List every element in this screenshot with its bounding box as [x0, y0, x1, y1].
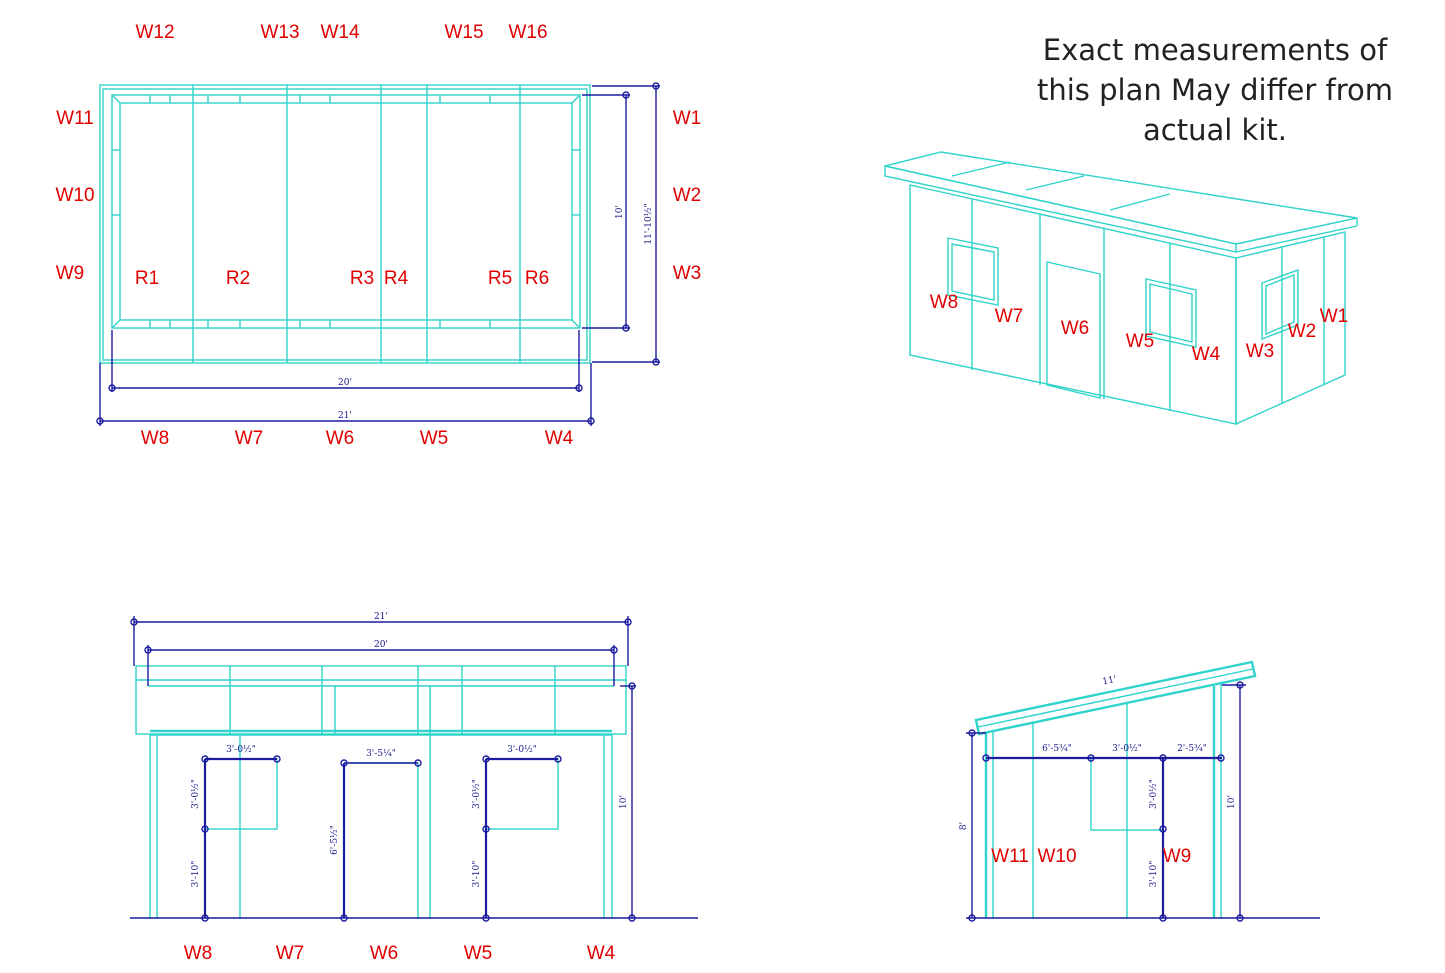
iso-label-w5: W5: [1126, 331, 1155, 352]
front-door-height: 6'-5½": [329, 825, 340, 855]
label-w7: W7: [235, 428, 264, 449]
label-w11: W11: [56, 108, 94, 129]
label-w6: W6: [326, 428, 355, 449]
label-w1: W1: [673, 108, 702, 129]
front-window2-height: 3'-0½": [471, 779, 482, 809]
label-w9: W9: [56, 263, 85, 284]
isometric-view: W8 W7 W6 W5 W4 W3 W2 W1: [884, 151, 1358, 426]
side-left-offset: 6'-5¾": [1042, 743, 1072, 754]
side-right-offset: 2'-5¾": [1177, 743, 1207, 754]
plan-rafters: [192, 85, 521, 363]
iso-label-w4: W4: [1192, 344, 1221, 365]
label-r2: R2: [226, 268, 250, 289]
side-window-width: 3'-0½": [1112, 743, 1142, 754]
side-label-w11: W11: [991, 846, 1029, 867]
iso-label-w2: W2: [1288, 321, 1317, 342]
side-elevation: 11' 6'-5¾" 3'-0½" 2'-5¾" 3'-0½" 3'-10" 8…: [959, 660, 1320, 922]
plan-inner-depth: 10': [615, 205, 625, 219]
label-r4: R4: [384, 268, 409, 289]
front-door-width: 3'-5¼": [366, 748, 396, 759]
front-label-w6: W6: [370, 943, 399, 964]
iso-label-w1: W1: [1320, 306, 1349, 327]
iso-label-w7: W7: [995, 306, 1024, 327]
front-label-w7: W7: [276, 943, 305, 964]
label-w15: W15: [444, 22, 483, 43]
label-w3: W3: [673, 263, 702, 284]
plan-outer-depth: 11'-10½": [643, 203, 654, 244]
label-w4: W4: [545, 428, 574, 449]
label-r5: R5: [488, 268, 512, 289]
front-label-w4: W4: [587, 943, 616, 964]
side-label-w10: W10: [1037, 846, 1076, 867]
label-w14: W14: [320, 22, 360, 43]
front-window1-sill: 3'-10": [191, 861, 201, 888]
iso-label-w6: W6: [1061, 318, 1090, 339]
plan-studs: [112, 95, 580, 328]
label-w8: W8: [141, 428, 170, 449]
label-r1: R1: [135, 268, 159, 289]
front-elevation: 21' 20' 3'-0½" 3'-5¼" 3'-0½" 3'-0½" 3'-1…: [130, 612, 698, 964]
label-w12: W12: [135, 22, 174, 43]
side-window-height: 3'-0½": [1148, 779, 1159, 809]
front-label-w8: W8: [184, 943, 213, 964]
disclaimer-note: Exact measurements of this plan May diff…: [1036, 33, 1394, 147]
plan-view: 20' 21' 10' 11'-10½" W12 W13 W14 W15 W16…: [55, 22, 701, 449]
label-w2: W2: [673, 185, 702, 206]
side-high-wall: 10': [1227, 795, 1237, 809]
front-window2-sill: 3'-10": [472, 861, 482, 888]
side-low-wall: 8': [959, 822, 969, 830]
plan-inner-width: 20': [338, 378, 352, 388]
front-wall-height: 10': [619, 795, 629, 809]
front-inner-width: 20': [374, 640, 388, 650]
front-window1-height: 3'-0½": [190, 779, 201, 809]
front-window2-width: 3'-0½": [507, 744, 537, 755]
front-label-w5: W5: [464, 943, 493, 964]
plan-outer-width: 21': [338, 411, 352, 421]
iso-label-w8: W8: [930, 292, 959, 313]
label-w10: W10: [55, 185, 94, 206]
side-label-w9: W9: [1163, 846, 1192, 867]
iso-label-w3: W3: [1246, 341, 1275, 362]
label-w13: W13: [260, 22, 299, 43]
side-sill-height: 3'-10": [1149, 861, 1159, 888]
side-dimensions: [966, 681, 1246, 922]
plan-dimensions: [96, 82, 660, 426]
front-window1-width: 3'-0½": [226, 744, 256, 755]
front-outer-width: 21': [374, 612, 388, 622]
label-r3: R3: [350, 268, 374, 289]
label-w16: W16: [508, 22, 547, 43]
label-w5: W5: [420, 428, 449, 449]
front-dimensions: [130, 616, 636, 922]
label-r6: R6: [525, 268, 549, 289]
side-roof-length: 11': [1102, 675, 1118, 688]
